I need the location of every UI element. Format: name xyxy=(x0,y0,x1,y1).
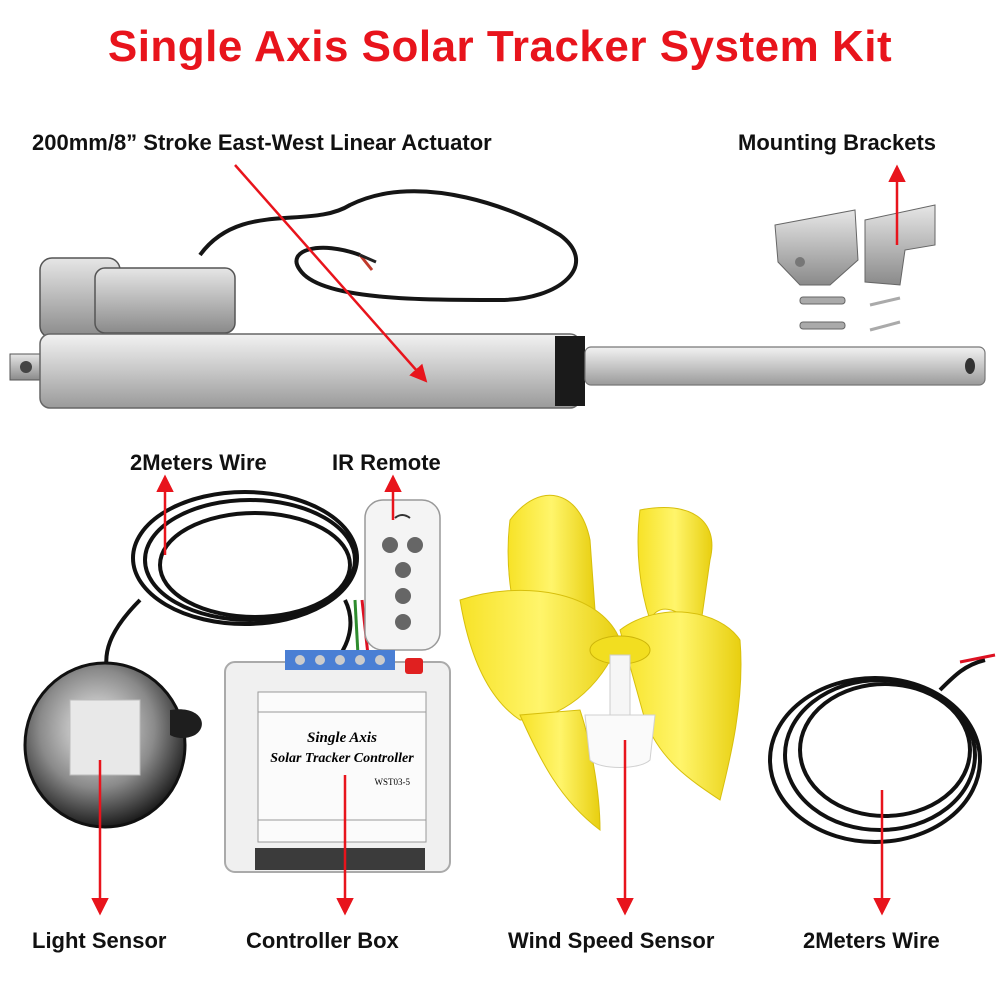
sensor-element xyxy=(69,699,141,776)
wire-green xyxy=(353,599,360,656)
actuator-tube xyxy=(39,333,581,409)
wire-coil-right xyxy=(768,658,986,844)
controller-model: WST03-5 xyxy=(375,777,411,787)
light-sensor xyxy=(23,661,202,829)
ir-remote xyxy=(364,499,441,651)
sensor-mount-tab xyxy=(170,709,202,739)
ir-emitter-icon xyxy=(394,514,411,519)
remote-button-clk xyxy=(395,562,411,578)
vane-left xyxy=(459,589,621,721)
rear-mount-hole xyxy=(20,361,32,373)
controller-heading-2: Solar Tracker Controller xyxy=(270,751,414,766)
wire-tip-red xyxy=(959,653,996,664)
actuator-motor xyxy=(94,267,236,334)
sensor-shaft xyxy=(609,654,631,716)
page-title: Single Axis Solar Tracker System Kit xyxy=(107,22,893,71)
callout-arrows xyxy=(91,164,906,916)
label-light-sensor: Light Sensor xyxy=(32,928,167,953)
wire-end-black xyxy=(359,253,377,264)
power-switch-button xyxy=(405,658,423,674)
controller-box: Single Axis Solar Tracker Controller WST… xyxy=(224,650,451,873)
label-wire-right: 2Meters Wire xyxy=(803,928,940,953)
cotter-pin-1 xyxy=(869,296,901,307)
controller-heading-1: Single Axis xyxy=(307,730,377,746)
rod-end-hole xyxy=(965,358,975,374)
bracket-left xyxy=(774,209,859,286)
wire-coil-left xyxy=(104,490,359,681)
remote-button-out xyxy=(395,614,411,630)
mounting-brackets xyxy=(774,204,936,332)
label-actuator: 200mm/8” Stroke East-West Linear Actuato… xyxy=(32,130,492,155)
cotter-pin-2 xyxy=(869,320,901,332)
label-ir-remote: IR Remote xyxy=(332,450,441,475)
vane-right xyxy=(619,611,742,801)
remote-button-w xyxy=(407,537,423,553)
bracket-right xyxy=(864,204,936,286)
controller-panel xyxy=(257,691,427,843)
clevis-pin-2 xyxy=(799,321,846,330)
label-mounting-brackets: Mounting Brackets xyxy=(738,130,937,155)
linear-actuator xyxy=(9,189,986,409)
wind-speed-sensor xyxy=(459,494,742,832)
arrow-actuator xyxy=(234,164,428,383)
actuator-end-cap xyxy=(555,336,585,406)
actuator-rod xyxy=(584,346,986,386)
actuator-cable xyxy=(198,189,578,303)
remote-button-e xyxy=(382,537,398,553)
remote-button-set xyxy=(395,588,411,604)
bracket-hole xyxy=(795,257,805,267)
terminal-block-bottom xyxy=(255,848,425,870)
label-wire-left: 2Meters Wire xyxy=(130,450,267,475)
label-wind-speed-sensor: Wind Speed Sensor xyxy=(508,928,715,953)
label-controller-box: Controller Box xyxy=(246,928,399,953)
sensor-base xyxy=(584,714,656,768)
clevis-pin-1 xyxy=(799,296,846,305)
